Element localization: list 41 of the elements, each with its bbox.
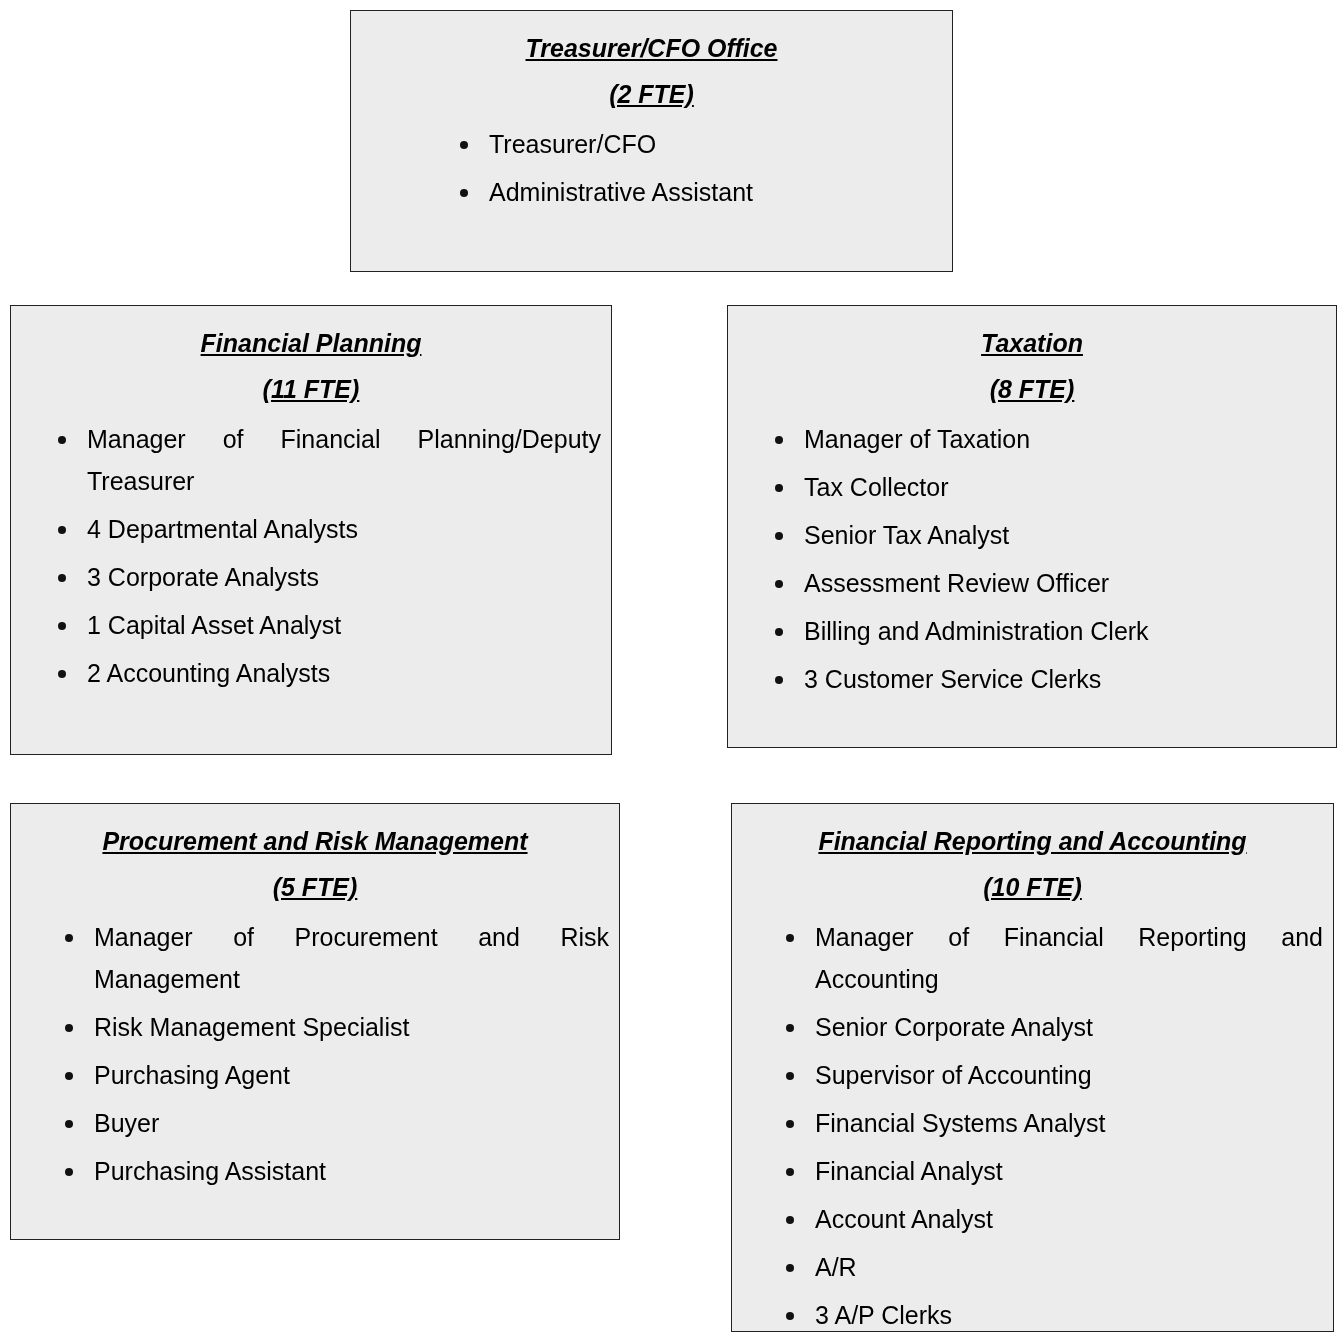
fte-count: (10 FTE) xyxy=(982,872,1083,903)
position-item: Financial Analyst xyxy=(815,1157,1003,1185)
fte-count: (5 FTE) xyxy=(271,872,359,903)
fte-count: (11 FTE) xyxy=(261,374,361,405)
position-item: 1 Capital Asset Analyst xyxy=(87,611,342,639)
department-box xyxy=(10,803,620,1240)
department-box xyxy=(727,305,1337,748)
department-title: Treasurer/CFO Office xyxy=(524,33,779,64)
position-item: 4 Departmental Analysts xyxy=(87,515,358,543)
position-item: Purchasing Assistant xyxy=(94,1157,327,1185)
position-item: Administrative Assistant xyxy=(489,178,753,206)
position-item: Senior Tax Analyst xyxy=(804,521,1010,549)
position-item: Purchasing Agent xyxy=(94,1061,290,1089)
position-item: 3 Customer Service Clerks xyxy=(804,665,1102,693)
department-title: Procurement and Risk Management xyxy=(101,826,530,857)
position-item: Manager of Financial Reporting and Accounting xyxy=(815,923,1323,993)
position-item: Manager of Procurement and Risk Management xyxy=(94,923,609,993)
position-item: Manager of Taxation xyxy=(804,425,1031,453)
position-item: Assessment Review Officer xyxy=(804,569,1110,597)
department-title: Financial Reporting and Accounting xyxy=(817,826,1248,857)
position-item: A/R xyxy=(815,1253,857,1281)
position-item: Buyer xyxy=(94,1109,160,1137)
fte-count: (8 FTE) xyxy=(988,374,1076,405)
position-item: Tax Collector xyxy=(804,473,949,501)
department-box xyxy=(731,803,1334,1332)
department-title: Financial Planning xyxy=(199,328,423,359)
department-box xyxy=(10,305,612,755)
position-item: 3 Corporate Analysts xyxy=(87,563,320,591)
position-item: 2 Accounting Analysts xyxy=(87,659,331,687)
department-title: Taxation xyxy=(980,328,1084,359)
position-item: Manager of Financial Planning/Deputy Treasurer xyxy=(87,425,601,495)
position-item: Treasurer/CFO xyxy=(489,130,657,158)
department-box xyxy=(350,10,953,272)
position-item: Billing and Administration Clerk xyxy=(804,617,1149,645)
position-item: Senior Corporate Analyst xyxy=(815,1013,1093,1041)
position-item: Financial Systems Analyst xyxy=(815,1109,1106,1137)
position-item: Supervisor of Accounting xyxy=(815,1061,1092,1089)
position-item: 3 A/P Clerks xyxy=(815,1301,953,1329)
position-item: Risk Management Specialist xyxy=(94,1013,410,1041)
position-item: Account Analyst xyxy=(815,1205,993,1233)
fte-count: (2 FTE) xyxy=(608,79,695,110)
